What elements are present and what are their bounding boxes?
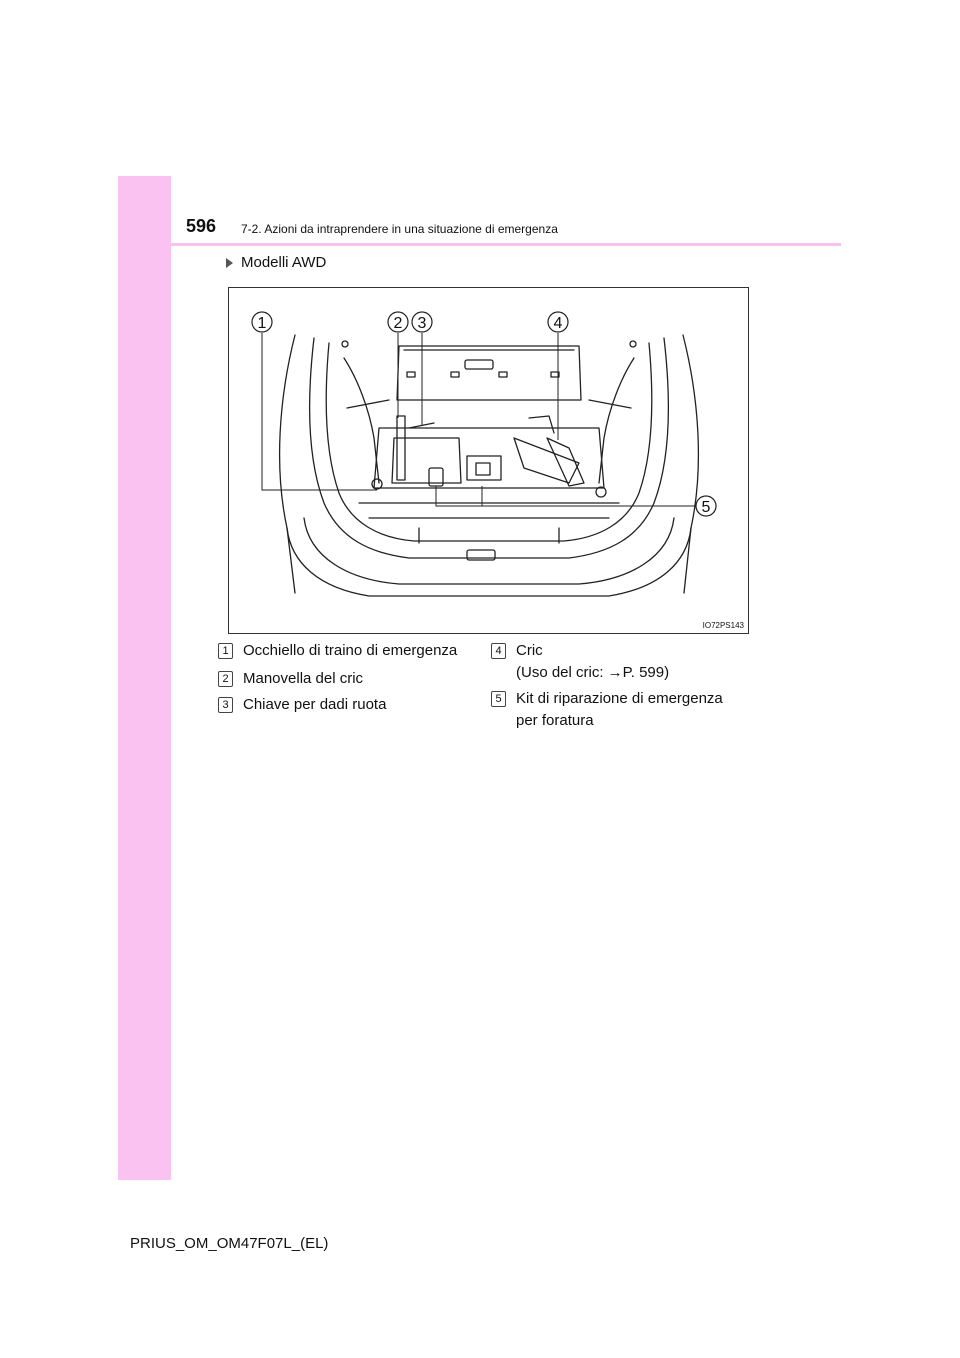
header-rule — [118, 243, 841, 246]
legend-number-4: 4 — [491, 643, 506, 659]
callout-2: 2 — [394, 315, 403, 332]
trunk-illustration: 1 2 3 4 5 IO72PS143 — [228, 287, 749, 634]
triangle-bullet-icon — [226, 257, 233, 268]
legend-text-5-line2: per foratura — [516, 712, 594, 729]
subheading: Modelli AWD — [226, 254, 326, 271]
legend-text-3: Chiave per dadi ruota — [243, 696, 387, 713]
callout-1: 1 — [258, 315, 267, 332]
figure-code: IO72PS143 — [702, 621, 744, 630]
section-title: 7-2. Azioni da intraprendere in una situ… — [241, 222, 558, 236]
side-band — [118, 176, 171, 1180]
legend-number-2: 2 — [218, 671, 233, 687]
callout-4: 4 — [554, 315, 563, 332]
legend-text-2: Manovella del cric — [243, 670, 364, 687]
callout-3: 3 — [418, 315, 427, 332]
legend-text-5: Kit di riparazione di emergenza — [516, 690, 723, 707]
trunk-drawing: 1 2 3 4 5 — [251, 311, 717, 597]
legend-text-1: Occhiello di traino di emergenza — [243, 642, 458, 659]
legend-text-4: Cric — [516, 642, 543, 659]
subheading-label: Modelli AWD — [241, 254, 327, 271]
legend-text-4-line2: (Uso del cric: →P. 599) — [516, 664, 670, 681]
legend-number-3: 3 — [218, 697, 233, 713]
document-id: PRIUS_OM_OM47F07L_(EL) — [130, 1235, 329, 1252]
legend-number-5: 5 — [491, 691, 506, 707]
callout-5: 5 — [702, 499, 711, 516]
legend-number-1: 1 — [218, 643, 233, 659]
page-number: 596 — [186, 216, 217, 236]
